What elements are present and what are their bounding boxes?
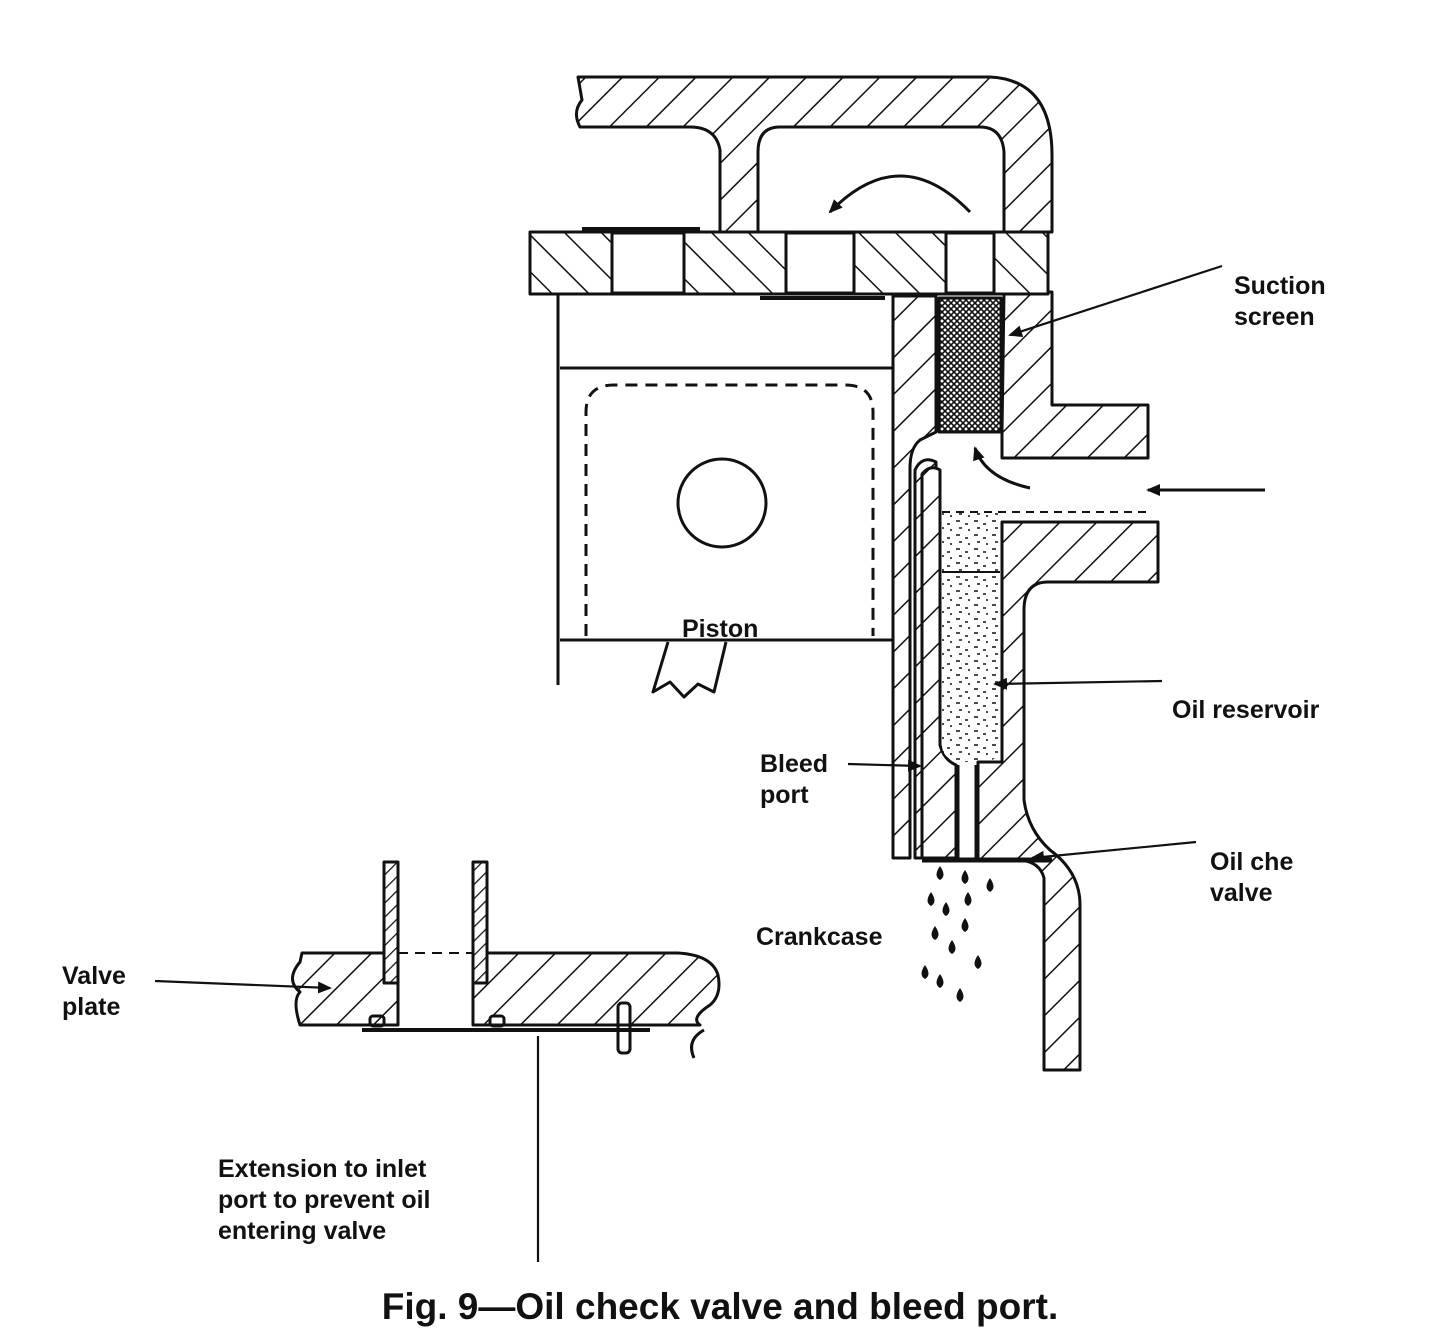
connecting-rod <box>651 641 728 699</box>
valve-port-2 <box>784 231 856 295</box>
leader-bleed-port <box>847 759 922 772</box>
valve-plate-section-left <box>291 951 400 1027</box>
label-oil-reservoir: Oil reservoir <box>1172 696 1320 724</box>
reed-retainer-right <box>488 1014 506 1028</box>
suction-screen <box>937 296 1003 434</box>
valve-plate-section-right <box>471 951 721 1027</box>
piston-pin <box>676 457 768 549</box>
reed-retainer-left <box>368 1014 386 1028</box>
valve-port-1 <box>610 231 686 295</box>
figure-caption: Fig. 9—Oil check valve and bleed port. <box>381 1286 1059 1327</box>
label-piston: Piston <box>682 615 759 643</box>
check-valve-passage <box>956 765 978 858</box>
plate-edge-curl <box>690 1028 705 1059</box>
leader-suction-screen <box>1008 264 1223 337</box>
lower-inlet-block <box>976 520 1160 1072</box>
head-side-wall <box>1000 290 1150 460</box>
valve-port-3 <box>944 231 996 295</box>
leader-oil-reservoir <box>993 677 1163 690</box>
valve-port-walls <box>396 983 475 1025</box>
piston-dashed-outline <box>584 383 875 636</box>
reed-rivet <box>616 1001 632 1055</box>
oil-reservoir-fill <box>942 512 1002 762</box>
flow-arrow-curved-up <box>973 446 1031 490</box>
oil-droplets <box>921 866 994 1002</box>
flow-arrow-curved-top <box>828 174 972 214</box>
leader-oil-check-valve <box>1030 840 1197 863</box>
cylinder-head <box>575 75 1054 234</box>
inlet-extension-tube-right <box>471 860 489 985</box>
reservoir-inner-wall <box>920 466 958 860</box>
leader-valve-plate <box>154 979 332 994</box>
label-crankcase: Crankcase <box>756 923 883 951</box>
outer-wall <box>891 294 938 860</box>
inlet-extension-tube-left <box>382 860 400 985</box>
